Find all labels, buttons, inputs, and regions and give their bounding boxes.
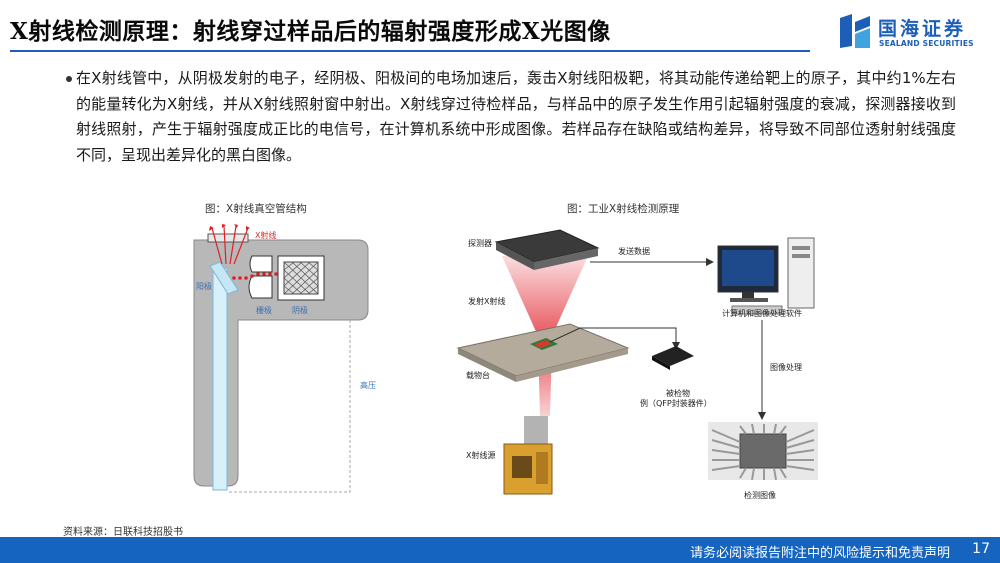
industrial-xray-diagram bbox=[456, 229, 818, 495]
label-xray: X射线 bbox=[255, 231, 277, 240]
body-paragraph: 在X射线管中，从阴极发射的电子，经阴极、阳极间的电场加速后，轰击X射线阳极靶，将… bbox=[76, 69, 956, 164]
page-title: X射线检测原理：射线穿过样品后的辐射强度形成X光图像 bbox=[10, 18, 611, 45]
logo-en-name: SEALAND SECURITIES bbox=[879, 39, 974, 48]
left-figure-caption: 图：X射线真空管结构 bbox=[205, 203, 307, 215]
label-sample: 被检物 bbox=[666, 389, 690, 398]
label-computer: 计算机和图像处理软件 bbox=[722, 309, 802, 318]
label-result-image: 检测图像 bbox=[744, 491, 776, 500]
label-stage: 载物台 bbox=[466, 371, 490, 380]
logo-cn-name: 国海证券 bbox=[878, 18, 967, 40]
label-xray-beam: 发射X射线 bbox=[468, 297, 506, 306]
label-image-processing: 图像处理 bbox=[770, 363, 802, 372]
xray-tube-diagram bbox=[193, 224, 369, 493]
bullet-dot bbox=[66, 76, 72, 82]
label-anode: 阳极 bbox=[196, 282, 212, 291]
title-divider bbox=[10, 50, 810, 52]
company-logo: 国海证券 SEALAND SECURITIES bbox=[838, 12, 988, 52]
label-grid: 栅极 bbox=[256, 306, 272, 315]
page-number: 17 bbox=[972, 541, 990, 557]
label-sample-example: 例（QFP封装器件） bbox=[640, 399, 712, 408]
source-note: 资料来源：日联科技招股书 bbox=[63, 527, 183, 538]
label-high-voltage: 高压 bbox=[360, 381, 376, 390]
label-detector: 探测器 bbox=[468, 239, 492, 248]
label-send-data: 发送数据 bbox=[618, 247, 650, 256]
label-xray-source: X射线源 bbox=[466, 451, 496, 460]
label-cathode: 阴极 bbox=[292, 306, 308, 315]
logo-mark-icon bbox=[840, 14, 870, 48]
right-figure-caption: 图：工业X射线检测原理 bbox=[567, 203, 680, 215]
footer-disclaimer: 请务必阅读报告附注中的风险提示和免责声明 bbox=[689, 546, 950, 561]
footer-bar: 请务必阅读报告附注中的风险提示和免责声明 17 bbox=[0, 537, 1000, 563]
